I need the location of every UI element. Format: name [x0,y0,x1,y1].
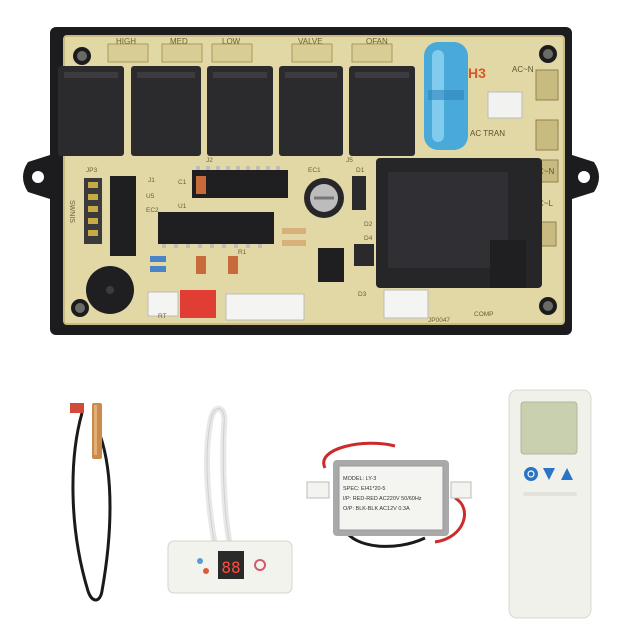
relay-connector-tabs [107,43,393,63]
svg-text:JP3: JP3 [86,167,98,174]
electrolytic-capacitor [304,178,344,218]
label-c-l: C~L [538,199,553,208]
seven-segment-display [218,551,244,579]
svg-text:D1: D1 [356,167,365,174]
transformer-drawing: MODEL: LY-3 SPEC: EI41*20-5 I/P: RED-RED… [306,441,472,548]
fuse [424,42,468,150]
svg-text:EC1: EC1 [308,167,321,174]
remote-power-button[interactable] [524,467,538,481]
transformer-connector-left [306,481,330,499]
transformer-label [338,465,444,531]
small-components [150,176,374,274]
relay-med [131,66,201,156]
relay-label-high: HIGH [116,37,136,46]
display-panel-drawing: 88 [167,405,293,594]
pcb-mount-holes [71,45,557,317]
left-mount-hole [32,171,44,183]
pin-header-jp3 [84,178,102,244]
receiver-icon [254,559,266,571]
svg-text:COMP: COMP [474,311,494,318]
svg-text:R1: R1 [238,249,247,256]
svg-text:U5: U5 [146,193,155,200]
svg-text:U1: U1 [178,203,187,210]
remote-lcd [520,401,578,455]
buzzer [86,266,134,314]
temperature-sensor [60,395,130,610]
transformer-label-line-2: SPEC: EI41*20-5 [343,486,386,492]
sensor-cable [71,412,112,602]
svg-text:EC2: EC2 [146,207,159,214]
transformer-label-line-3: I/P: RED-RED AC220V 50/60Hz [343,496,422,502]
relay-low [207,66,273,156]
remote-up-button[interactable] [561,468,573,480]
svg-text:D4: D4 [364,235,373,242]
transformer: MODEL: LY-3 SPEC: EI41*20-5 I/P: RED-RED… [305,438,475,558]
control-board-drawing: HIGH MED LOW VALVE OFAN H3 AC~N AC TRAN … [23,27,599,335]
input-wire-red [322,441,396,469]
connector-white-small [147,291,179,317]
sensor-plug [70,403,84,413]
relay-high [58,66,124,156]
relay-ofan [349,66,415,156]
svg-text:J1: J1 [148,177,155,184]
display-panel: 88 [160,405,300,605]
side-marks: SWNIS [68,200,75,223]
transformer-label-line-4: O/P: BLK-BLK AC12V 0.3A [343,506,410,512]
relay-label-valve: VALVE [298,37,323,46]
connector-red [180,290,216,318]
transformer-connector-right [450,481,472,499]
ic-chips [110,166,344,282]
remote-down-button[interactable] [543,468,555,480]
label-c-n: C~N [538,167,554,176]
relay-label-low: LOW [222,37,241,46]
connector-white-wide [225,293,305,321]
temperature-sensor-drawing [70,403,112,602]
panel-icon-left-2 [203,568,209,574]
svg-text:C1: C1 [178,179,187,186]
svg-text:JP0047: JP0047 [428,317,450,324]
remote-control [505,388,595,620]
panel-icon-left [197,558,203,564]
svg-text:J2: J2 [206,157,213,164]
relays [58,66,415,156]
connector-white-right [383,289,429,319]
relay-valve [279,66,343,156]
display-digits: 88 [221,558,240,577]
silkscreen-labels: JP3 J1 J2 C1 U1 U5 J5 EC1 EC2 R1 D1 D2 D… [86,157,494,324]
remote-control-drawing [508,389,592,619]
fuse-code: H3 [468,65,486,81]
svg-text:D3: D3 [358,291,367,298]
svg-text:J5: J5 [346,157,353,164]
svg-text:D2: D2 [364,221,373,228]
relay-label-ofan: OFAN [366,37,388,46]
label-ac-tran: AC TRAN [470,129,505,138]
control-board: HIGH MED LOW VALVE OFAN H3 AC~N AC TRAN … [23,27,599,335]
svg-text:RT: RT [158,313,167,320]
right-mount-hole [578,171,590,183]
ac-tran-connector [487,91,523,119]
transformer-label-line-1: MODEL: LY-3 [343,476,376,482]
compressor-relay [376,158,542,288]
relay-label-med: MED [170,37,188,46]
remote-divider [523,492,577,496]
label-ac-n: AC~N [512,65,534,74]
input-wire-red-2 [434,496,466,544]
